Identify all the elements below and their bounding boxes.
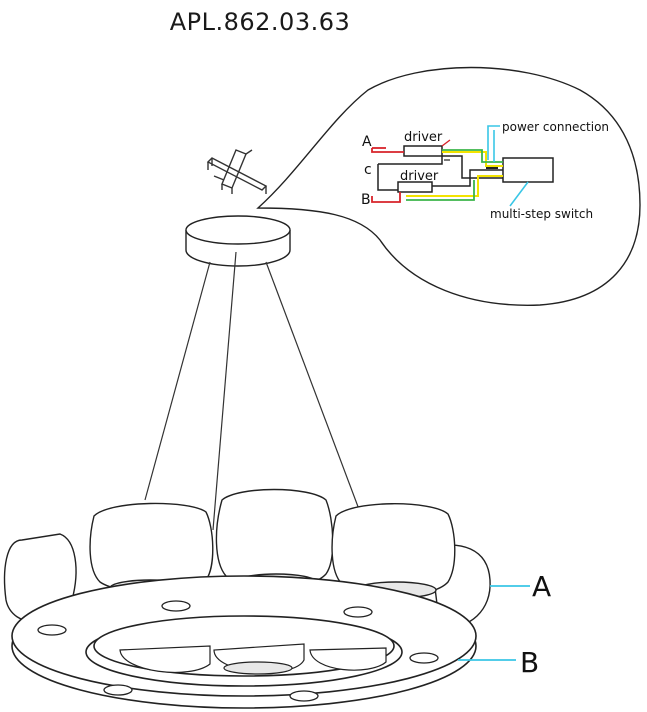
driver-bottom-box [397,181,433,193]
suspension-cables [144,251,361,531]
ceiling-canopy [185,215,291,267]
lower-shades [119,643,387,675]
mounting-bracket-icon [206,149,268,194]
driver-bottom-label: driver [400,169,439,184]
multi-step-switch-label: multi-step switch [490,207,593,221]
driver-top-box [403,145,443,157]
wiring-callout-bubble [256,66,641,306]
shade-right [331,503,456,597]
callout-a-label: A [532,570,551,603]
power-connection-label: power connection [502,120,609,134]
model-code: APL.862.03.63 [169,8,351,36]
callout-b-label: B [520,646,539,679]
ring-screw-holes [37,600,439,702]
wire-label-b: B [361,192,371,208]
wire-label-c: c [364,162,372,178]
ring-frame [11,575,477,709]
wire-label-a: A [362,134,372,150]
wiring-diagram: A c B driver driver power connection mul… [361,120,609,221]
driver-top-label: driver [404,130,443,145]
shade-center [215,488,334,589]
callout-leaders [458,585,530,661]
multi-step-switch-box [502,157,554,183]
